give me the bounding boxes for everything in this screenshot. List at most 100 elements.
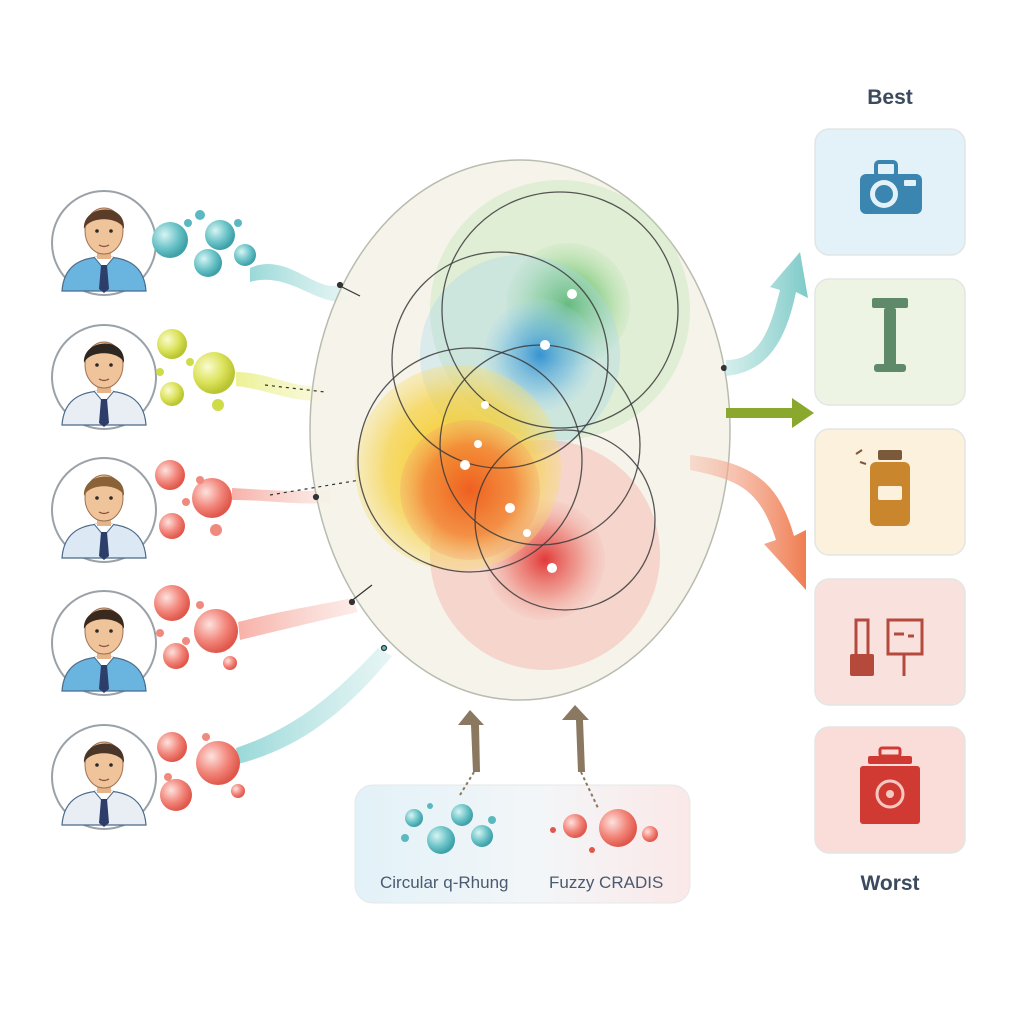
alternative-card-1 — [814, 128, 966, 256]
best-label: Best — [867, 86, 913, 109]
method-bubble — [427, 803, 433, 809]
expert-2 — [51, 324, 235, 430]
ranked-alternatives — [814, 128, 966, 854]
method-label-circular-q-rung: Circular q-Rhung — [380, 873, 509, 892]
opinion-bubble — [163, 643, 189, 669]
methods-panel — [354, 784, 691, 904]
signboard-icon — [850, 618, 924, 676]
centroid-dot — [547, 563, 557, 573]
fuzzy-set-outline-3 — [357, 347, 583, 573]
connector-node — [348, 598, 356, 606]
method-label-fuzzy-cradis: Fuzzy CRADIS — [549, 873, 664, 892]
expert-1 — [51, 190, 256, 296]
arrow-up-left — [458, 710, 484, 772]
opinion-bubble — [182, 498, 190, 506]
method-arrows — [458, 705, 599, 809]
expert-avatar-icon — [61, 474, 147, 560]
input-connectors — [264, 281, 728, 652]
razor-icon — [872, 298, 908, 372]
opinion-bubble — [186, 358, 194, 366]
dashed-tail-right — [580, 771, 599, 809]
method-bubble — [599, 809, 637, 847]
opinion-bubble — [159, 513, 185, 539]
method-bubble — [488, 816, 496, 824]
method-bubble — [642, 826, 658, 842]
arrow-to-best — [726, 252, 808, 376]
opinion-bubble — [195, 210, 205, 220]
opinion-bubble — [194, 609, 238, 653]
opinion-bubble — [192, 478, 232, 518]
opinion-bubble — [205, 220, 235, 250]
method-bubble — [589, 847, 595, 853]
alternative-card-5 — [814, 726, 966, 854]
connector-2 — [264, 384, 326, 393]
centroid-dot — [523, 529, 531, 537]
method-bubble — [563, 814, 587, 838]
opinion-bubble — [193, 352, 235, 394]
connector-4 — [349, 584, 373, 603]
opinion-bubble — [231, 784, 245, 798]
method-bubble — [405, 809, 423, 827]
centroid-dot — [460, 460, 470, 470]
centroid-dot — [481, 401, 489, 409]
circular-fuzzy-sets — [355, 180, 690, 670]
opinion-bubble — [182, 637, 190, 645]
opinion-bubble — [155, 460, 185, 490]
camera-icon — [860, 160, 922, 214]
alternative-card-3 — [814, 428, 966, 556]
centroid-dot — [540, 340, 550, 350]
opinion-bubble — [223, 656, 237, 670]
bottle-icon — [855, 449, 910, 526]
opinion-bubble — [184, 219, 192, 227]
centroid-dot — [474, 440, 482, 448]
connector-node — [312, 493, 320, 501]
opinion-bubble — [194, 249, 222, 277]
opinion-bubble — [157, 732, 187, 762]
alternative-card-2 — [814, 278, 966, 406]
opinion-bubble — [164, 773, 172, 781]
worst-label: Worst — [860, 872, 920, 895]
opinion-bubble — [156, 629, 164, 637]
experts-column — [51, 190, 256, 830]
opinion-bubble — [152, 222, 188, 258]
opinion-bubble — [212, 399, 224, 411]
flow-teal-1 — [250, 264, 350, 302]
fuzzy-set-outline-5 — [474, 429, 656, 611]
opinion-bubble — [157, 329, 187, 359]
opinion-bubble — [234, 219, 242, 227]
opinion-bubble — [196, 476, 204, 484]
flow-red-4 — [238, 598, 358, 640]
flow-red-3 — [232, 488, 330, 504]
opinion-bubble — [196, 601, 204, 609]
expert-avatar-icon — [61, 741, 147, 827]
method-bubble — [550, 827, 556, 833]
opinion-bubble — [156, 368, 164, 376]
arrow-to-second — [726, 398, 814, 428]
card-background — [814, 578, 966, 706]
connector-node — [720, 364, 728, 372]
expert-avatar-icon — [61, 341, 147, 427]
method-bubble — [471, 825, 493, 847]
expert-4 — [51, 585, 238, 696]
opinion-bubble — [154, 585, 190, 621]
arrow-up-right — [562, 705, 589, 772]
alternative-card-4 — [814, 578, 966, 706]
expert-3 — [51, 457, 232, 563]
dashed-tail-left — [459, 771, 475, 796]
opinion-bubble — [160, 779, 192, 811]
centroid-dot — [567, 289, 577, 299]
method-bubble — [427, 826, 455, 854]
method-bubble — [401, 834, 409, 842]
waste-bin-icon — [860, 746, 920, 824]
opinion-bubble — [234, 244, 256, 266]
fuzzy-set-outline-2 — [441, 191, 679, 429]
connector-3 — [269, 479, 361, 496]
opinion-bubble — [202, 733, 210, 741]
centroid-dot — [505, 503, 515, 513]
opinion-bubble — [210, 524, 222, 536]
opinion-bubble — [160, 382, 184, 406]
expert-5 — [51, 724, 245, 830]
expert-avatar-icon — [61, 607, 147, 693]
connector-node — [336, 281, 344, 289]
